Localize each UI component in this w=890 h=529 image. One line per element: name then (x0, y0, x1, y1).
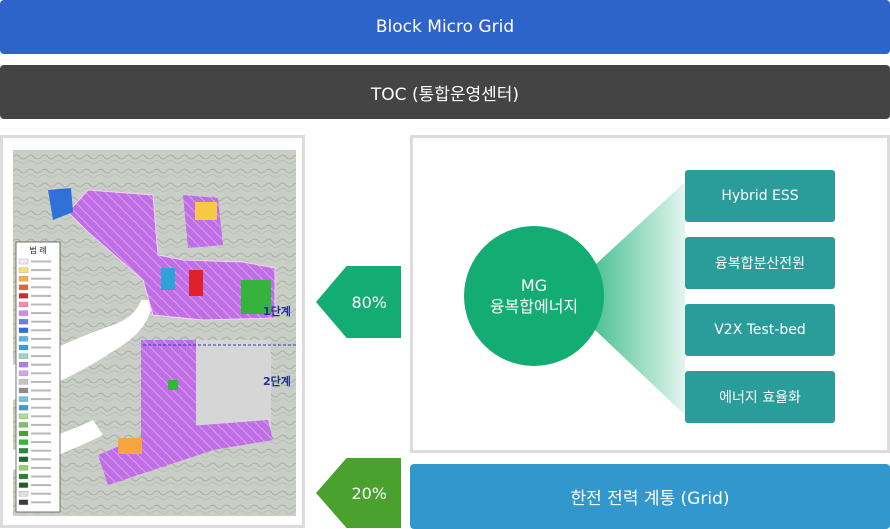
blue-zone-mid (161, 268, 175, 290)
legend-entry-line (31, 346, 51, 349)
mg-item-hybrid-ess: Hybrid ESS (685, 170, 835, 222)
mg-item-label: V2X Test-bed (714, 322, 806, 338)
orange-zone (118, 438, 142, 454)
mg-hub-circle: MG 융복합에너지 (464, 226, 604, 366)
mg-item-v2x-testbed: V2X Test-bed (685, 304, 835, 356)
legend-swatch (18, 362, 29, 368)
red-zone (189, 270, 203, 296)
legend-swatch (18, 396, 29, 402)
legend-entry-line (31, 441, 51, 444)
legend-swatch (18, 465, 29, 471)
mg-share-arrow: 80% (316, 266, 401, 338)
legend-entry-line (31, 380, 51, 383)
mg-item-distributed-power: 융복합분산전원 (685, 237, 835, 289)
yellow-zone (195, 202, 217, 220)
legend-swatch (18, 413, 29, 419)
legend-entry-line (31, 355, 51, 358)
mg-item-label: Hybrid ESS (721, 188, 799, 204)
mg-subtitle: 융복합에너지 (489, 297, 579, 316)
mg-title: MG (520, 276, 548, 295)
legend-entry-line (31, 501, 51, 504)
land-use-map-panel: 범 례 1단계 2단계 (0, 135, 305, 528)
legend-entry-line (31, 389, 51, 392)
legend-swatch (18, 336, 29, 342)
phase2-label: 2단계 (263, 374, 291, 388)
legend-swatch (18, 327, 29, 333)
legend-entry-line (31, 337, 51, 340)
legend-entry-line (31, 423, 51, 426)
legend-swatch (18, 293, 29, 299)
legend-swatch (18, 491, 29, 497)
legend-entry-line (31, 406, 51, 409)
legend-swatch (18, 370, 29, 376)
legend-swatch (18, 344, 29, 351)
legend-entry-line (31, 260, 51, 263)
phase2-south-district (98, 420, 273, 485)
legend-swatch (18, 267, 29, 273)
mg-item-label: 융복합분산전원 (714, 256, 806, 272)
legend-title: 범 례 (29, 245, 46, 255)
grid-label: 한전 전력 계통 (Grid) (570, 489, 730, 509)
grid-share-label: 20% (351, 483, 387, 503)
legend-swatch (18, 448, 29, 454)
mg-item-energy-efficiency: 에너지 효율화 (685, 371, 835, 423)
map-legend: 범 례 (15, 241, 61, 513)
legend-entry-line (31, 449, 51, 452)
legend-entry-line (31, 466, 51, 469)
legend-entry-line (31, 277, 51, 280)
legend-swatch (18, 422, 29, 428)
legend-swatch (18, 405, 29, 411)
legend-entry-line (31, 432, 51, 435)
banner-title: Block Micro Grid (375, 17, 515, 37)
mg-distribution-beam (595, 182, 685, 415)
legend-entry-line (31, 363, 51, 366)
mg-item-label: 에너지 효율화 (719, 390, 801, 406)
legend-swatches (18, 258, 51, 505)
toc-banner: TOC (통합운영센터) (0, 65, 890, 119)
toc-label: TOC (통합운영센터) (370, 84, 520, 105)
legend-entry-line (31, 269, 51, 272)
legend-swatch (18, 284, 29, 290)
legend-entry-line (31, 320, 51, 323)
legend-entry-line (31, 484, 51, 487)
legend-swatch (18, 258, 29, 265)
green-park (241, 280, 271, 314)
legend-swatch (18, 319, 29, 325)
land-use-map: 범 례 1단계 2단계 (13, 150, 296, 516)
blue-zone-north (48, 188, 73, 220)
legend-entry-line (31, 475, 51, 478)
phase2-grey-zone (196, 340, 271, 430)
legend-swatch (18, 301, 29, 308)
legend-swatch (18, 310, 29, 316)
legend-entry-line (31, 303, 51, 306)
block-micro-grid-banner: Block Micro Grid (0, 0, 890, 54)
legend-entry-line (31, 372, 51, 375)
green-park-south (168, 380, 178, 390)
legend-entry-line (31, 312, 51, 315)
legend-swatch (18, 353, 29, 359)
legend-entry-line (31, 294, 51, 297)
legend-entry-line (31, 286, 51, 289)
legend-swatch (18, 499, 29, 505)
legend-entry-line (31, 458, 51, 461)
phase1-district (67, 189, 276, 321)
grid-share-arrow: 20% (316, 458, 401, 528)
legend-swatch (18, 430, 29, 437)
legend-swatch (18, 456, 29, 462)
phase1-label: 1단계 (263, 304, 291, 318)
legend-swatch (18, 473, 29, 480)
legend-entry-line (31, 329, 51, 332)
legend-swatch (18, 379, 29, 385)
legend-swatch (18, 276, 29, 282)
mg-share-label: 80% (351, 292, 387, 312)
legend-swatch (18, 439, 29, 445)
legend-swatch (18, 387, 29, 394)
legend-entry-line (31, 398, 51, 401)
legend-entry-line (31, 415, 51, 418)
kepco-grid-banner: 한전 전력 계통 (Grid) (410, 464, 890, 529)
legend-entry-line (31, 492, 51, 495)
legend-swatch (18, 482, 29, 488)
